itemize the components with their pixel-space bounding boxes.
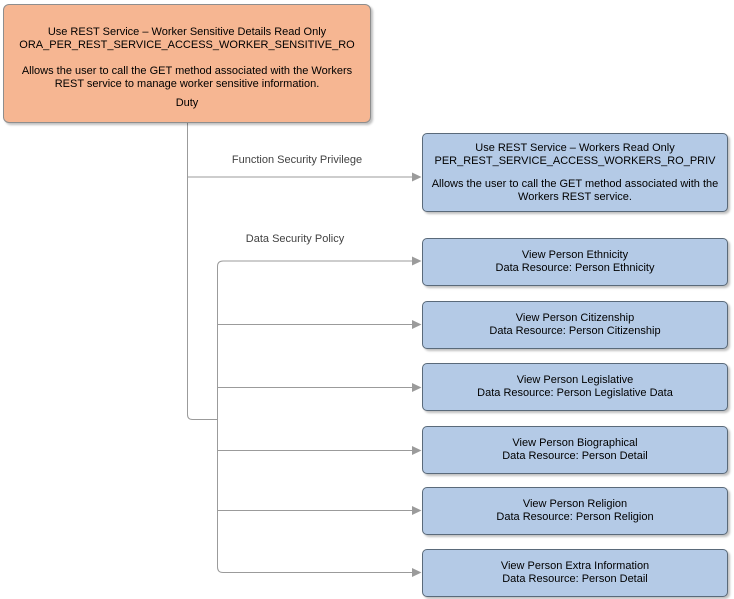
duty-box-type-label: Duty — [175, 97, 199, 109]
policy-box-resource: Data Resource: Person Legislative Data — [477, 387, 673, 399]
arrowhead-icon — [412, 506, 422, 515]
policy-box-resource: Data Resource: Person Detail — [502, 450, 648, 462]
arrowhead-icon — [412, 568, 422, 577]
policy-box-person-citizenship: View Person Citizenship Data Resource: P… — [422, 301, 728, 349]
policy-box-title: View Person Citizenship — [515, 312, 635, 324]
arrowhead-icon — [412, 383, 422, 392]
policy-box-title: View Person Ethnicity — [521, 249, 629, 261]
edge-label-data-security-policy: Data Security Policy — [245, 233, 345, 245]
duty-box-code: ORA_PER_REST_SERVICE_ACCESS_WORKER_SENSI… — [19, 39, 355, 51]
policy-trunk-line — [217, 260, 412, 573]
function-security-privilege-box: Use REST Service – Workers Read Only PER… — [422, 133, 728, 212]
policy-box-resource: Data Resource: Person Citizenship — [489, 325, 661, 337]
duty-box-title: Use REST Service – Worker Sensitive Deta… — [47, 26, 327, 38]
privilege-box-description: Allows the user to call the GET method a… — [431, 178, 719, 203]
policy-box-title: View Person Extra Information — [500, 560, 650, 572]
policy-box-resource: Data Resource: Person Religion — [496, 511, 654, 523]
policy-box-title: View Person Legislative — [516, 374, 634, 386]
duty-vertical-connector — [187, 123, 218, 420]
policy-box-person-religion: View Person Religion Data Resource: Pers… — [422, 487, 728, 535]
duty-box-description: Allows the user to call the GET method a… — [21, 65, 353, 90]
arrowhead-icon — [412, 172, 422, 182]
arrowhead-icon — [412, 446, 422, 455]
policy-box-title: View Person Religion — [522, 498, 628, 510]
policy-box-title: View Person Biographical — [512, 437, 638, 449]
policy-box-person-biographical: View Person Biographical Data Resource: … — [422, 426, 728, 474]
policy-box-resource: Data Resource: Person Detail — [502, 573, 648, 585]
policy-box-person-legislative: View Person Legislative Data Resource: P… — [422, 363, 728, 411]
policy-box-person-ethnicity: View Person Ethnicity Data Resource: Per… — [422, 238, 728, 286]
privilege-box-code: PER_REST_SERVICE_ACCESS_WORKERS_RO_PRIV — [434, 154, 716, 167]
privilege-box-title: Use REST Service – Workers Read Only — [475, 142, 675, 154]
duty-role-box: Use REST Service – Worker Sensitive Deta… — [3, 4, 371, 123]
policy-box-person-extra-information: View Person Extra Information Data Resou… — [422, 549, 728, 597]
policy-box-resource: Data Resource: Person Ethnicity — [495, 262, 655, 274]
edge-label-function-security-privilege: Function Security Privilege — [231, 154, 363, 166]
arrowhead-icon — [412, 256, 422, 266]
arrowhead-icon — [412, 320, 422, 329]
